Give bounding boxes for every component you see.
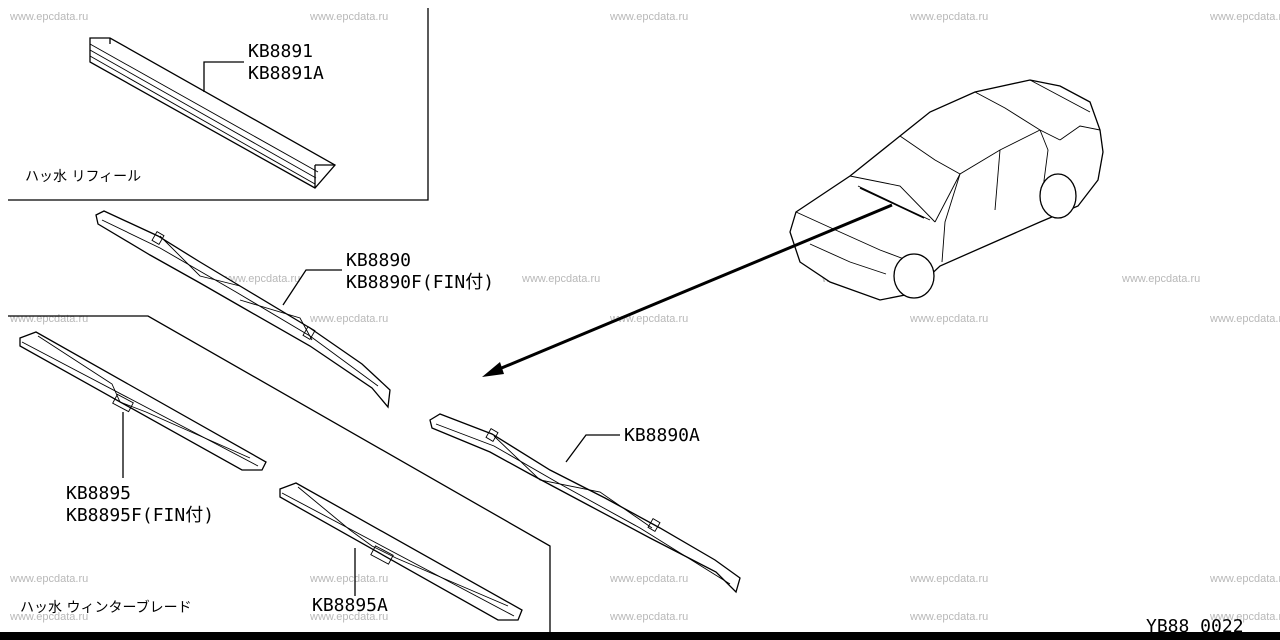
- watermark-text: www.epcdata.ru: [9, 313, 88, 325]
- front-blade-leader-line: [282, 269, 342, 306]
- refill-inset-box: [8, 8, 429, 201]
- watermark-text: www.epcdata.ru: [1209, 573, 1280, 585]
- watermark-text: www.epcdata.ru: [909, 611, 988, 623]
- sedan-car-icon: [789, 79, 1104, 301]
- watermark-text: www.epcdata.ru: [609, 573, 688, 585]
- watermark-text: www.epcdata.ru: [309, 11, 388, 23]
- front-blade-part-label: KB8890: [346, 250, 411, 271]
- watermark-text: www.epcdata.ru: [9, 573, 88, 585]
- winter-group-outline: [8, 315, 551, 632]
- winter-blade-part-label: KB8895F(FIN付): [66, 505, 214, 526]
- watermark-text: www.epcdata.ru: [909, 573, 988, 585]
- winter-caption: ハッ水 ウィンターブレード: [20, 599, 192, 616]
- watermark-text: www.epcdata.ru: [1121, 273, 1200, 285]
- wiper-blade-icon: [19, 331, 267, 471]
- winter-blade-part-label: KB8895: [66, 483, 131, 504]
- watermark-text: www.epcdata.ru: [221, 273, 300, 285]
- watermark-text: www.epcdata.ru: [9, 11, 88, 23]
- pointer-arrow: [482, 203, 893, 377]
- wiper-refill-icon: [89, 37, 337, 189]
- watermark-text: www.epcdata.ru: [309, 313, 388, 325]
- wiper-blade-icon: [95, 210, 391, 409]
- watermark-text: www.epcdata.ru: [9, 611, 88, 623]
- watermark-text: www.epcdata.ru: [609, 11, 688, 23]
- watermark-text: www.epcdata.ru: [909, 11, 988, 23]
- watermark-text: www.epcdata.ru: [309, 611, 388, 623]
- refill-leader-line: [203, 61, 244, 92]
- bottom-border: [0, 632, 1280, 640]
- watermark-text: www.epcdata.ru: [1209, 11, 1280, 23]
- watermark-text: www.epcdata.ru: [1209, 313, 1280, 325]
- diagram-code: YB88 0022: [1146, 616, 1244, 637]
- wiper-blade-icon: [279, 482, 523, 621]
- watermark-text: www.epcdata.ru: [909, 313, 988, 325]
- winter-blade-a-part-label: KB8895A: [312, 595, 388, 616]
- right-blade-leader-line: [565, 434, 620, 463]
- watermark-text: www.epcdata.ru: [521, 273, 600, 285]
- wiper-blade-icon: [429, 413, 741, 594]
- watermark-text: www.epcdata.ru: [309, 573, 388, 585]
- watermark-text: www.epcdata.ru: [609, 611, 688, 623]
- refill-part-label: KB8891A: [248, 63, 324, 84]
- right-blade-part-label: KB8890A: [624, 425, 700, 446]
- watermark-text: www.epcdata.ru: [1209, 611, 1280, 623]
- refill-caption: ハッ水 リフィール: [25, 169, 141, 185]
- front-blade-part-label: KB8890F(FIN付): [346, 272, 494, 293]
- refill-part-label: KB8891: [248, 41, 313, 62]
